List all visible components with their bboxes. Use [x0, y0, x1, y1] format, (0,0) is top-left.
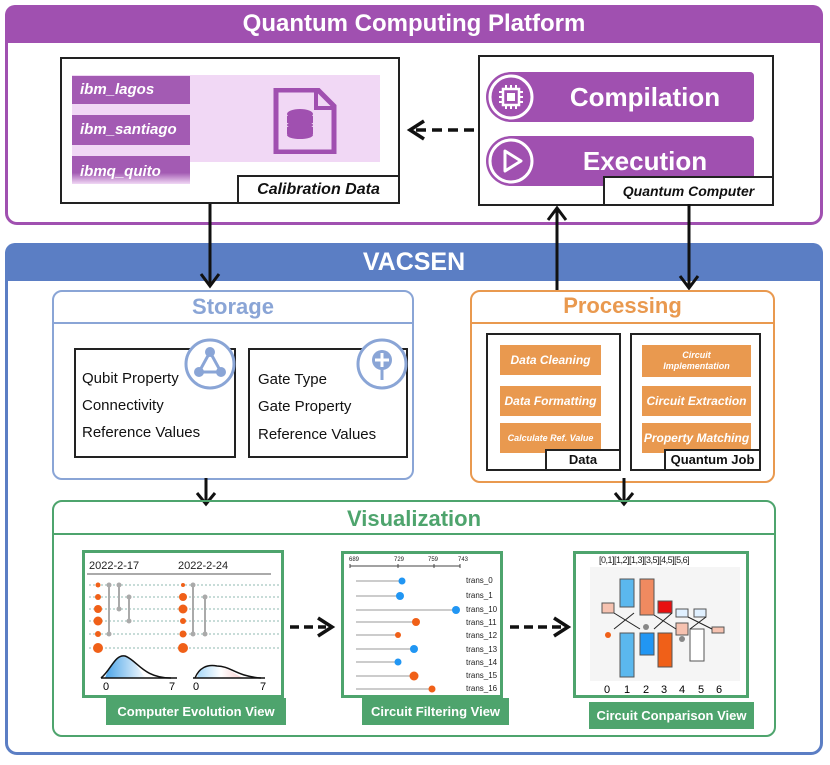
dashed-arrow-left-icon: [406, 119, 474, 141]
gate-item-reference: Reference Values: [258, 426, 377, 443]
evolution-caption: Computer Evolution View: [106, 698, 286, 725]
qubit-item-reference: Reference Values: [82, 424, 201, 441]
filter-row-2: trans_10: [466, 605, 498, 614]
circuit-extraction: Circuit Extraction: [642, 386, 751, 416]
filter-row-1: trans_1: [466, 591, 493, 600]
comparison-axis-2: 2: [643, 684, 650, 696]
evolution-axis-0a: 0: [103, 681, 110, 693]
filtering-chart: [349, 564, 461, 693]
evolution-date-2: 2022-2-24: [178, 560, 229, 572]
filter-tick-1: 689: [349, 557, 360, 563]
circuit-implementation: Circuit Implementation: [642, 345, 751, 377]
filter-tick-3: 759: [428, 557, 439, 563]
filter-row-8: trans_16: [466, 684, 498, 693]
vacsen-header: [5, 243, 823, 281]
qubit-box: [74, 348, 236, 458]
gate-item-property: Gate Property: [258, 398, 352, 415]
arrow-down-processing-icon: [678, 204, 700, 291]
data-cleaning: Data Cleaning: [500, 345, 601, 375]
filter-row-3: trans_11: [466, 618, 497, 627]
comparison-header-1: [1,2]: [614, 555, 630, 565]
execution-label: Execution: [582, 146, 708, 176]
storage-title: Storage: [192, 294, 274, 319]
chip-icon: [488, 74, 534, 120]
comparison-header-3: [3,5]: [644, 555, 660, 565]
comparison-caption: Circuit Conparison View: [589, 702, 754, 729]
comparison-header-2: [1,3]: [629, 555, 645, 565]
visualization-panel: [52, 500, 776, 737]
evolution-axis-7a: 7: [169, 681, 176, 693]
processing-title: Processing: [563, 293, 682, 318]
arrow-down-visualization-right-icon: [613, 478, 635, 507]
database-icon: [273, 88, 337, 154]
arrow-down-visualization-left-icon: [195, 478, 217, 507]
comparison-axis-0: 0: [604, 684, 611, 696]
platform-title: Quantum Computing Platform: [242, 10, 586, 37]
calibration-caption: Calibration Data: [237, 175, 400, 204]
filter-tick-2: 729: [394, 557, 405, 563]
comparison-view: [573, 551, 749, 698]
calibration-item-lagos: ibm_lagos: [72, 76, 190, 104]
quantum-job-caption: Quantum Job: [664, 449, 761, 471]
comparison-chart: [590, 567, 740, 681]
evolution-date-1: 2022-2-17: [89, 560, 140, 572]
data-formatting: Data Formatting: [500, 386, 601, 416]
filter-row-4: trans_12: [466, 631, 498, 640]
gate-icon: [356, 338, 408, 390]
comparison-axis-3: 3: [661, 684, 668, 696]
comparison-header: [0,1][1,2][1,3][3,5][4,5][5,6]: [599, 555, 690, 565]
data-caption: Data: [545, 449, 621, 471]
calibration-item-quito: ibmq_quito: [72, 156, 190, 184]
comparison-header-4: [4,5]: [659, 555, 675, 565]
dashed-arrow-right-1-icon: [290, 616, 336, 638]
qubit-network-icon: [184, 338, 236, 390]
gate-item-type: Gate Type: [258, 371, 327, 388]
calculate-ref-value: Calculate Ref. Value: [500, 423, 601, 453]
filter-tick-4: 743: [458, 557, 469, 563]
storage-divider: [52, 322, 414, 324]
platform-header: [5, 5, 823, 43]
dashed-arrow-right-2-icon: [510, 616, 572, 638]
filter-row-6: trans_14: [466, 658, 498, 667]
evolution-chart: [87, 573, 279, 679]
comparison-axis-6: 6: [716, 684, 723, 696]
visualization-title: Visualization: [346, 506, 482, 531]
property-matching: Property Matching: [642, 423, 751, 453]
quantum-computer-caption: Quantum Computer: [603, 176, 774, 206]
qubit-item-property: Qubit Property: [82, 370, 179, 387]
arrow-down-storage-icon: [199, 204, 221, 289]
visualization-divider: [52, 533, 776, 535]
evolution-view: [82, 550, 284, 698]
comparison-axis-4: 4: [679, 684, 686, 696]
comparison-header-0: [0,1]: [599, 555, 615, 565]
comparison-header-5: [5,6]: [674, 555, 690, 565]
qubit-item-connectivity: Connectivity: [82, 397, 164, 414]
comparison-axis-5: 5: [698, 684, 705, 696]
play-icon: [488, 138, 534, 184]
arrow-up-compilation-icon: [546, 205, 568, 292]
filter-row-7: trans_15: [466, 671, 498, 680]
filtering-view: [341, 551, 503, 698]
filtering-caption: Circuit Filtering View: [362, 698, 509, 725]
vacsen-title: VACSEN: [362, 248, 466, 276]
evolution-axis-7b: 7: [260, 681, 267, 693]
storage-panel: [52, 290, 414, 480]
compilation-label: Compilation: [569, 82, 721, 112]
filter-row-5: trans_13: [466, 645, 498, 654]
calibration-item-santiago: ibm_santiago: [72, 115, 190, 145]
gate-box: [248, 348, 408, 458]
evolution-axis-0b: 0: [193, 681, 200, 693]
comparison-axis-1: 1: [624, 684, 631, 696]
filter-row-0: trans_0: [466, 576, 493, 585]
calibration-box: [60, 57, 400, 204]
processing-divider: [470, 322, 775, 324]
